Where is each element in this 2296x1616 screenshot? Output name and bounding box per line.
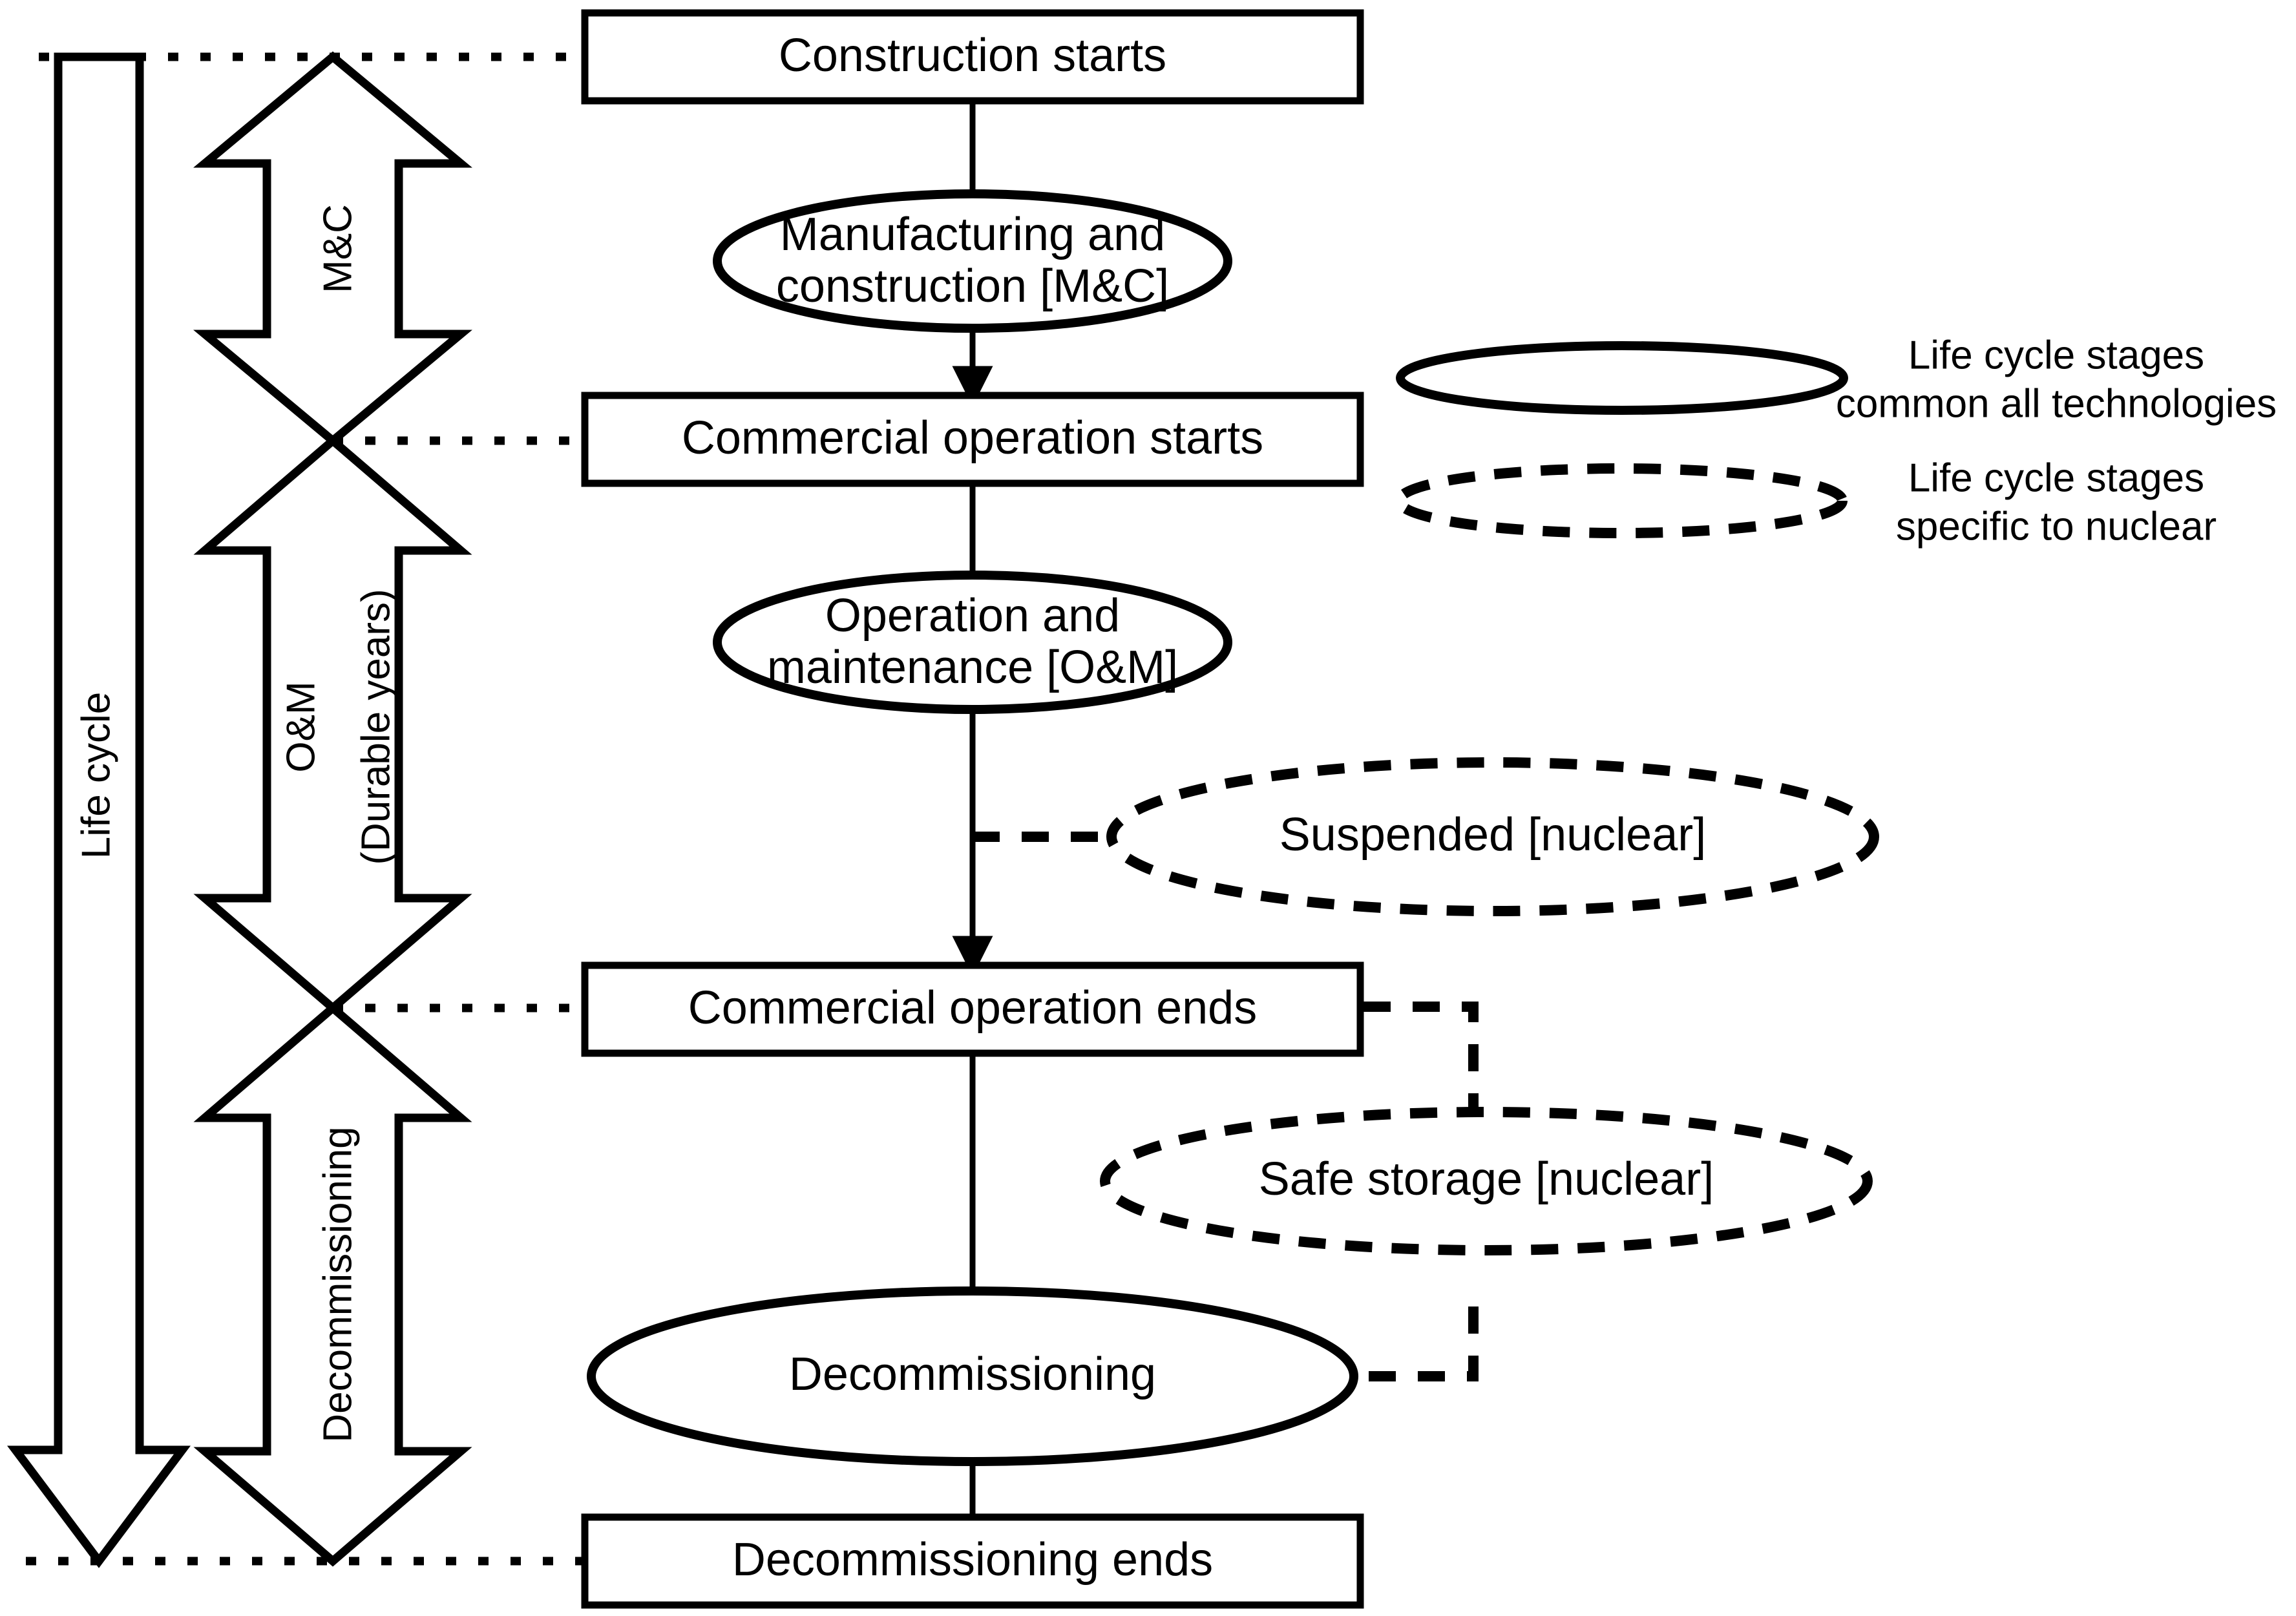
node-decommissioning-ends[interactable]: Decommissioning ends <box>581 1513 1364 1609</box>
decommissioning-label: Decommissioning <box>789 1348 1156 1400</box>
suspended-nuclear-label: Suspended [nuclear] <box>1280 809 1706 861</box>
node-commercial-operation-starts[interactable]: Commercial operation starts <box>581 392 1364 487</box>
phase-arrow-decommissioning-label: Decommissioning <box>315 1126 360 1442</box>
phase-arrow-life-cycle-label: Life cycle <box>74 692 118 859</box>
suspended-nuclear-ellipse[interactable] <box>1106 757 1879 916</box>
legend-common-line1: Life cycle stages <box>1908 333 2204 377</box>
manufacturing-construction-ellipse[interactable] <box>713 189 1232 333</box>
node-operation-maintenance[interactable]: Operation and maintenance [O&M] <box>713 571 1232 714</box>
operation-maintenance-ellipse[interactable] <box>713 571 1232 714</box>
node-commercial-operation-ends[interactable]: Commercial operation ends <box>581 961 1364 1057</box>
commercial-operation-ends-box[interactable] <box>581 961 1364 1057</box>
phase-arrow-decommissioning: Decommissioning <box>193 1002 472 1567</box>
decommissioning-ends-box[interactable] <box>581 1513 1364 1609</box>
commercial-operation-starts-box[interactable] <box>581 392 1364 487</box>
safe-storage-nuclear-label: Safe storage [nuclear] <box>1259 1153 1714 1205</box>
phase-arrow-om: O&M (Durable years) <box>193 435 472 1014</box>
manufacturing-construction-label-line2: construction [M&C] <box>776 260 1169 312</box>
decommissioning-arrow-shape <box>193 1002 472 1567</box>
decommissioning-ends-label: Decommissioning ends <box>732 1534 1213 1586</box>
dotted-tie-lines <box>26 52 585 1566</box>
node-decommissioning[interactable]: Decommissioning <box>587 1286 1358 1466</box>
operation-maintenance-label-line2: maintenance [O&M] <box>767 642 1178 693</box>
node-construction-starts[interactable]: Construction starts <box>581 9 1364 105</box>
legend-common-line2: common all technologies <box>1836 381 2277 426</box>
decommissioning-ellipse[interactable] <box>587 1286 1358 1466</box>
legend-item-common: Life cycle stages common all technologie… <box>1396 333 2277 426</box>
phase-arrow-mc: M&C <box>193 51 472 446</box>
phase-arrow-mc-label: M&C <box>315 204 360 293</box>
legend-item-nuclear: Life cycle stages specific to nuclear <box>1394 456 2217 549</box>
construction-starts-box[interactable] <box>581 9 1364 105</box>
life-cycle-arrow-shape <box>7 52 191 1568</box>
legend-nuclear-line2: specific to nuclear <box>1896 504 2217 549</box>
phase-arrow-om-label: O&M <box>279 681 323 772</box>
legend: Life cycle stages common all technologie… <box>1394 333 2277 549</box>
construction-starts-label: Construction starts <box>779 30 1166 81</box>
phase-arrow-life-cycle: Life cycle <box>7 52 191 1568</box>
node-suspended-nuclear[interactable]: Suspended [nuclear] <box>1106 757 1879 916</box>
legend-solid-ellipse-icon <box>1396 341 1848 415</box>
manufacturing-construction-label-line1: Manufacturing and <box>780 209 1165 260</box>
commercial-operation-ends-label: Commercial operation ends <box>688 982 1257 1034</box>
om-arrow-shape <box>193 435 472 1014</box>
operation-maintenance-label-line1: Operation and <box>825 590 1120 642</box>
commercial-operation-starts-label: Commercial operation starts <box>682 412 1263 464</box>
phase-arrow-om-sublabel: (Durable years) <box>353 589 398 865</box>
node-safe-storage-nuclear[interactable]: Safe storage [nuclear] <box>1100 1107 1873 1255</box>
legend-nuclear-line1: Life cycle stages <box>1908 456 2204 500</box>
node-manufacturing-construction[interactable]: Manufacturing and construction [M&C] <box>713 189 1232 333</box>
connector-safe-storage-to-decommissioning <box>1360 1306 1479 1381</box>
legend-dashed-ellipse-icon <box>1394 463 1848 538</box>
safe-storage-nuclear-ellipse[interactable] <box>1100 1107 1873 1255</box>
